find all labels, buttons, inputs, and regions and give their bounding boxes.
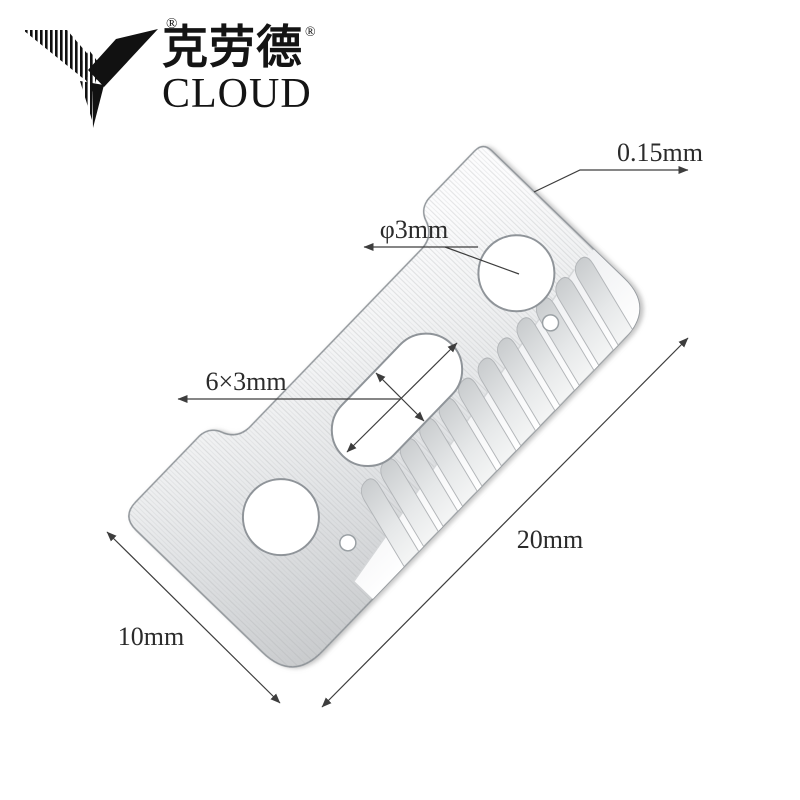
length-dimension-line [321, 337, 689, 708]
brand-name-chinese: 克劳德 [162, 22, 303, 73]
slot-label: 6×3mm [205, 367, 286, 396]
bird-tail-striped [80, 81, 92, 120]
registered-trademark-icon: ® [166, 16, 178, 32]
width-label: 10mm [118, 622, 184, 651]
bird-right-wing [88, 29, 158, 87]
dimension-labels: 0.15mm φ3mm 6×3mm 20mm 10mm [118, 138, 703, 651]
hole-diameter-label: φ3mm [380, 215, 448, 244]
hole-diameter-radius-line [444, 246, 520, 275]
bird-left-wing [23, 30, 98, 80]
registered-trademark-icon-2: ® [305, 25, 316, 40]
bird-logo-icon [23, 29, 158, 128]
thickness-label: 0.15mm [617, 138, 703, 167]
thickness-leader-line [533, 166, 689, 193]
pin-hole-right [541, 314, 560, 332]
length-label: 20mm [517, 525, 583, 554]
bird-body [79, 50, 101, 92]
width-dimension-line [106, 531, 281, 704]
dimension-annotations [106, 166, 689, 708]
bird-tail [92, 83, 104, 128]
brand-name-english: CLOUD [162, 71, 312, 117]
